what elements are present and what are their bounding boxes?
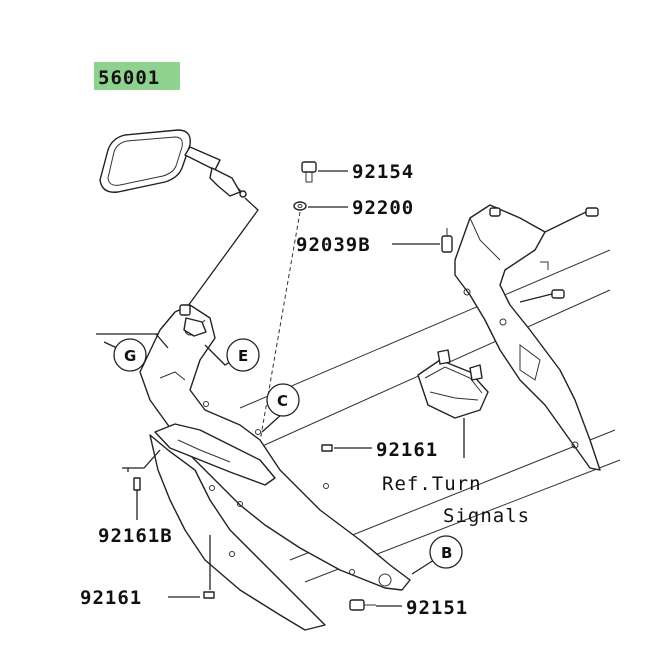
mirror-part-highlight: [94, 62, 180, 90]
callout-g-circle[interactable]: [113, 338, 147, 372]
part-number-92161-mid[interactable]: 92161: [376, 439, 438, 461]
part-number-92200[interactable]: 92200: [352, 197, 414, 219]
right-inner-panel: [454, 204, 601, 471]
callout-e-label[interactable]: E: [238, 347, 248, 365]
right-panel-screws: [489, 207, 599, 303]
callout-c-label[interactable]: C: [277, 392, 288, 410]
callout-b-label[interactable]: B: [441, 544, 452, 562]
part-number-92039b[interactable]: 92039B: [296, 234, 371, 256]
turn-signal: [417, 349, 489, 419]
clip-92161-mid: [321, 444, 333, 452]
washer-92200: [293, 201, 307, 211]
part-number-92154[interactable]: 92154: [352, 161, 414, 183]
callout-c-circle[interactable]: [266, 383, 300, 417]
callout-g-label[interactable]: G: [124, 347, 136, 365]
reference-line-1: Ref.Turn: [382, 473, 482, 495]
part-number-92151[interactable]: 92151: [406, 597, 468, 619]
screw-92151: [349, 599, 376, 611]
bolt-92154: [301, 161, 317, 183]
part-number-92161-bottom[interactable]: 92161: [80, 587, 142, 609]
clip-92039b: [441, 228, 453, 253]
part-number-56001[interactable]: 56001: [98, 67, 160, 89]
clip-92161-bottom: [203, 591, 215, 599]
mirror-mount: [179, 304, 207, 337]
callout-e-circle[interactable]: [226, 338, 260, 372]
clip-92161b: [133, 477, 141, 491]
part-number-92161b[interactable]: 92161B: [98, 525, 173, 547]
reference-line-2: Signals: [443, 505, 530, 527]
callout-b-circle[interactable]: [429, 535, 463, 569]
mirror-drawing: [99, 129, 247, 198]
